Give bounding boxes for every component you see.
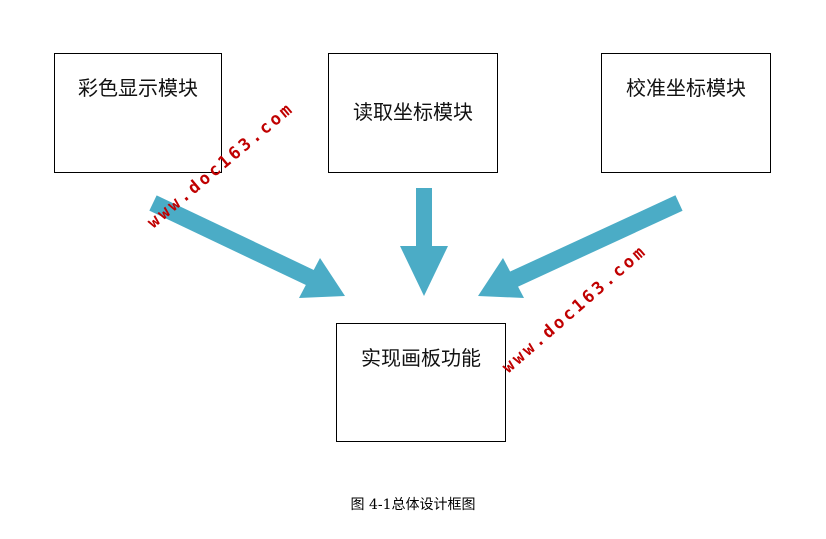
module-label: 读取坐标模块 bbox=[353, 100, 473, 124]
arrow-left bbox=[149, 195, 345, 298]
module-label: 校准坐标模块 bbox=[626, 76, 746, 100]
figure-caption: 图 4-1总体设计框图 bbox=[350, 497, 476, 513]
module-box-calibrate-coordinates: 校准坐标模块 bbox=[601, 53, 771, 173]
target-label: 实现画板功能 bbox=[361, 346, 481, 370]
arrow-right bbox=[478, 195, 683, 298]
module-box-color-display: 彩色显示模块 bbox=[54, 53, 222, 173]
module-box-read-coordinates: 读取坐标模块 bbox=[328, 53, 498, 173]
module-label: 彩色显示模块 bbox=[78, 76, 198, 100]
arrow-middle bbox=[400, 188, 448, 296]
target-box-drawing-board: 实现画板功能 bbox=[336, 323, 506, 442]
